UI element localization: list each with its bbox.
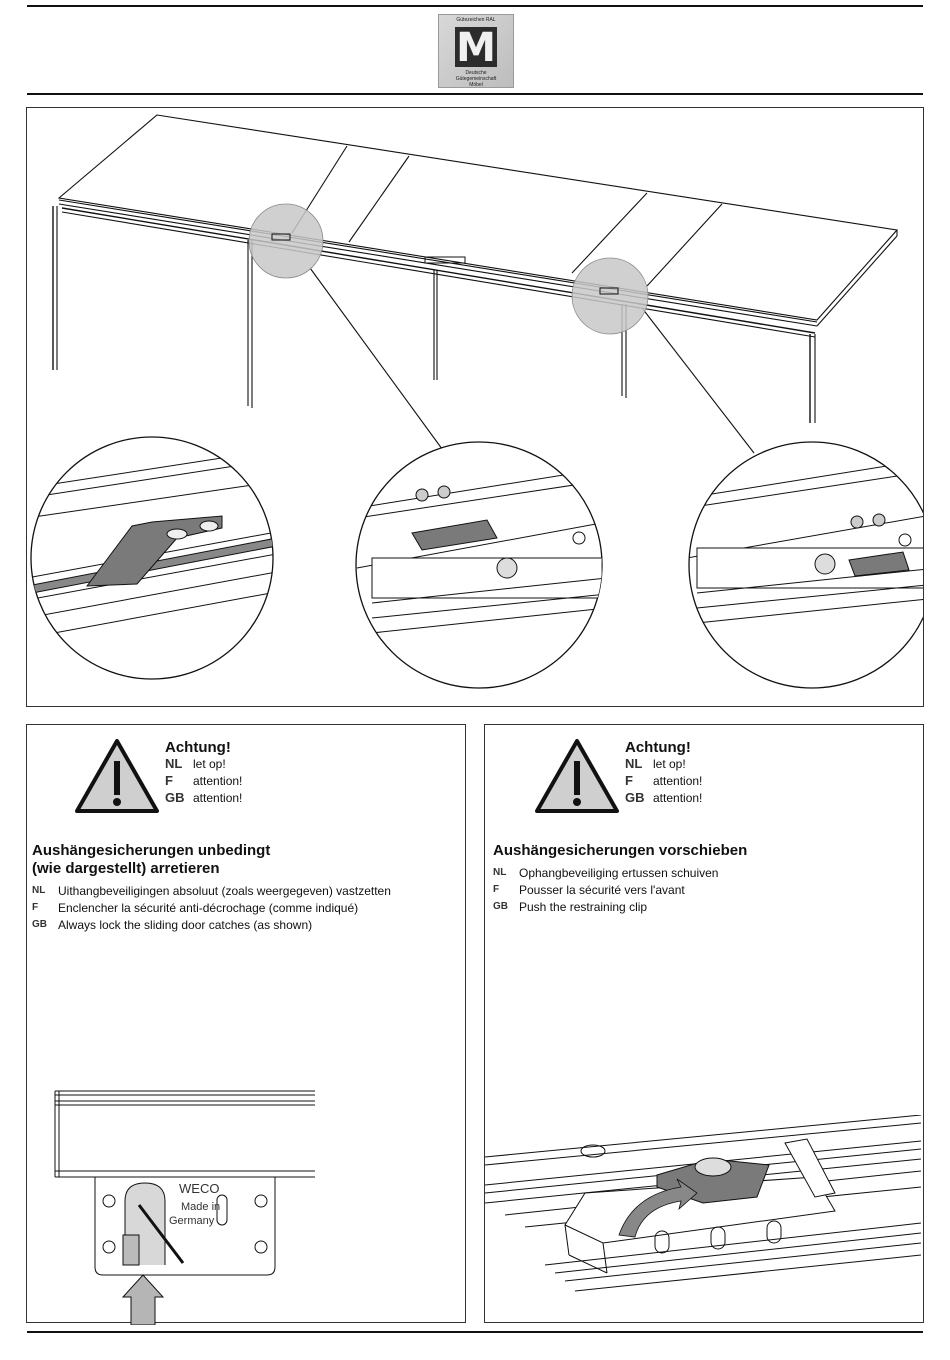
warning-text: attention! bbox=[193, 774, 243, 788]
lang-code: GB bbox=[32, 919, 47, 930]
translation-text: Push the restraining clip bbox=[519, 900, 648, 914]
warning-triangle-icon bbox=[75, 739, 159, 813]
warning-text: attention! bbox=[193, 791, 243, 805]
warning-line-f: F attention! bbox=[165, 773, 242, 788]
warning-line-nl: NL let op! bbox=[165, 756, 226, 771]
warning-text: let op! bbox=[193, 757, 226, 771]
translation-f: F Enclencher la sécurité anti-décrochage… bbox=[32, 901, 358, 915]
left-instruction-panel: Achtung! NL let op! F attention! GB atte… bbox=[26, 724, 466, 1325]
instruction-heading-line-1: Aushängesicherungen vorschieben bbox=[493, 842, 748, 859]
restraining-clip-illustration bbox=[485, 1115, 921, 1292]
translation-text: Uithangbeveiligingen absoluut (zoals wee… bbox=[58, 884, 391, 898]
part-label-made-in: Made in bbox=[181, 1201, 220, 1213]
warning-text: let op! bbox=[653, 757, 686, 771]
translation-gb: GB Push the restraining clip bbox=[493, 900, 647, 914]
lang-code: NL bbox=[625, 756, 643, 771]
quality-mark-logo: Gütezeichen RAL M Deutsche Gütegemeinsch… bbox=[438, 14, 514, 88]
lang-code: GB bbox=[165, 790, 185, 805]
warning-line-f: F attention! bbox=[625, 773, 702, 788]
lang-code: F bbox=[493, 884, 500, 895]
warning-text: attention! bbox=[653, 791, 703, 805]
logo-mark: M bbox=[455, 25, 497, 71]
header-rule bbox=[27, 93, 923, 95]
instruction-heading-line-2: (wie dargestellt) arretieren bbox=[32, 860, 220, 877]
wardrobe-illustration bbox=[30, 114, 923, 689]
wardrobe-illustration-panel bbox=[26, 107, 924, 707]
translation-nl: NL Ophangbeveiliging ertussen schuiven bbox=[493, 866, 718, 880]
warning-title: Achtung! bbox=[165, 739, 231, 756]
translation-f: F Pousser la sécurité vers l'avant bbox=[493, 883, 685, 897]
warning-line-gb: GB attention! bbox=[165, 790, 242, 805]
lang-code: F bbox=[625, 773, 633, 788]
logo-sub-1: Deutsche bbox=[465, 70, 487, 76]
door-catch-illustration: WECO Made in Germany bbox=[54, 1090, 315, 1325]
warning-line-nl: NL let op! bbox=[625, 756, 686, 771]
translation-text: Always lock the sliding door catches (as… bbox=[58, 918, 313, 932]
warning-title: Achtung! bbox=[625, 739, 691, 756]
lang-code: NL bbox=[32, 885, 46, 896]
lang-code: NL bbox=[493, 867, 507, 878]
warning-line-gb: GB attention! bbox=[625, 790, 702, 805]
lang-code: F bbox=[32, 902, 39, 913]
lang-code: GB bbox=[625, 790, 645, 805]
logo-top-text: Gütezeichen RAL bbox=[456, 17, 496, 23]
lang-code: GB bbox=[493, 901, 508, 912]
lang-code: F bbox=[165, 773, 173, 788]
translation-text: Ophangbeveiliging ertussen schuiven bbox=[519, 866, 719, 880]
translation-nl: NL Uithangbeveiligingen absoluut (zoals … bbox=[32, 884, 391, 898]
warning-triangle-icon bbox=[535, 739, 619, 813]
top-rule bbox=[27, 5, 923, 7]
instruction-heading-line-1: Aushängesicherungen unbedingt bbox=[32, 842, 271, 859]
footer-rule bbox=[27, 1331, 923, 1333]
translation-text: Pousser la sécurité vers l'avant bbox=[519, 883, 685, 897]
part-label-country: Germany bbox=[169, 1215, 215, 1227]
lang-code: NL bbox=[165, 756, 183, 771]
part-label-brand: WECO bbox=[179, 1181, 219, 1196]
right-instruction-panel: Achtung! NL let op! F attention! GB atte… bbox=[484, 724, 924, 1323]
translation-gb: GB Always lock the sliding door catches … bbox=[32, 918, 312, 932]
logo-sub-3: Möbel bbox=[469, 82, 483, 88]
translation-text: Enclencher la sécurité anti-décrochage (… bbox=[58, 901, 359, 915]
warning-text: attention! bbox=[653, 774, 703, 788]
logo-sub-2: Gütegemeinschaft bbox=[455, 76, 497, 82]
